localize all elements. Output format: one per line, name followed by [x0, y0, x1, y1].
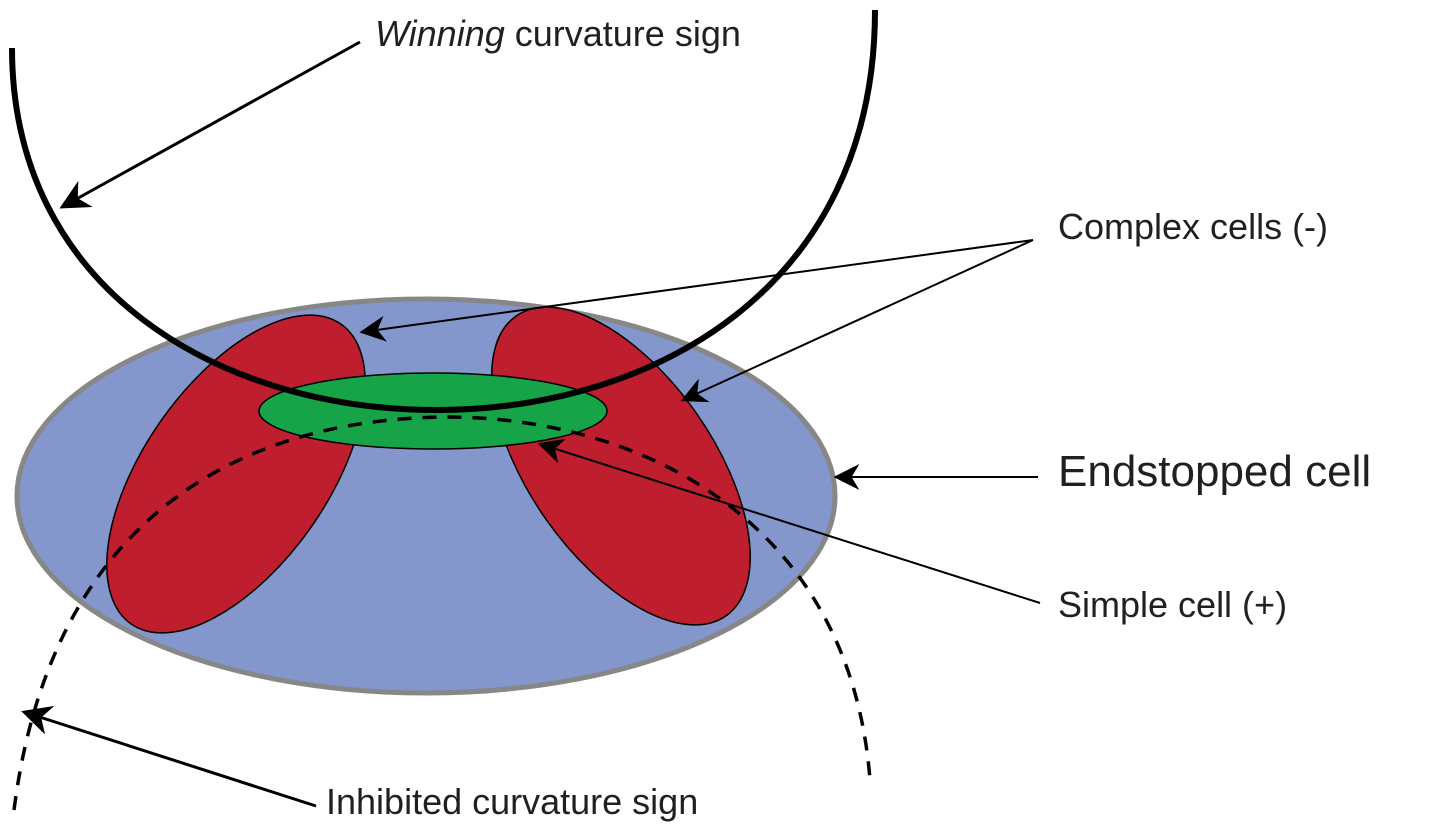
complex-cells-label: Complex cells (-)	[1058, 206, 1329, 247]
winning-word: Winning	[375, 13, 505, 54]
winning-rest-text: curvature sign	[504, 13, 741, 54]
endstopped-cell-label: Endstopped cell	[1058, 447, 1372, 496]
winning-curvature-label: Winning curvature sign	[375, 16, 741, 52]
inhibited-curvature-label: Inhibited curvature sign	[326, 781, 699, 822]
simple-pointer-arrow	[537, 438, 1041, 604]
winning-curvature-arc	[9, 9, 878, 414]
complex-pointer-arrow-right	[680, 239, 1034, 403]
simple-cell-label: Simple cell (+)	[1058, 584, 1288, 625]
winning-pointer-arrow	[59, 40, 361, 209]
inhibited-pointer-arrow	[21, 705, 317, 808]
complex-pointer-arrow-left	[359, 239, 1034, 342]
